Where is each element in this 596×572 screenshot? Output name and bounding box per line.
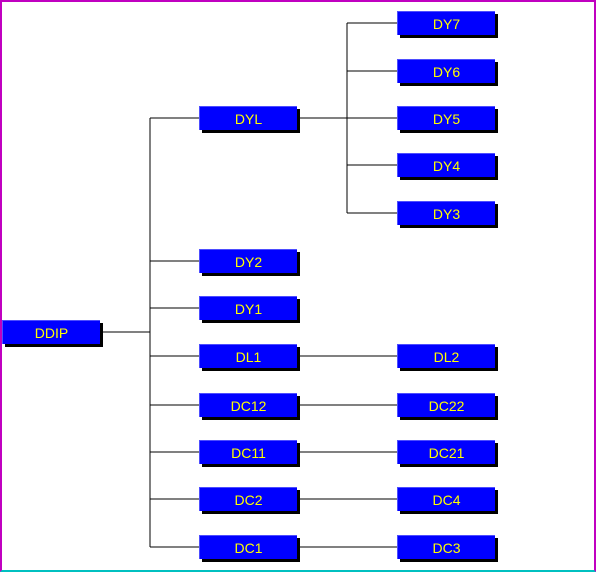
node-dc11[interactable]: DC11: [199, 440, 297, 464]
node-dy5[interactable]: DY5: [397, 106, 495, 130]
node-dl2[interactable]: DL2: [397, 344, 495, 368]
node-dc22[interactable]: DC22: [397, 393, 495, 417]
node-dc12[interactable]: DC12: [199, 393, 297, 417]
node-dc3[interactable]: DC3: [397, 535, 495, 559]
node-dy4[interactable]: DY4: [397, 153, 495, 177]
node-dy6[interactable]: DY6: [397, 59, 495, 83]
node-dy2[interactable]: DY2: [199, 249, 297, 273]
node-dl1[interactable]: DL1: [199, 344, 297, 368]
node-dc1[interactable]: DC1: [199, 535, 297, 559]
node-dy3[interactable]: DY3: [397, 201, 495, 225]
node-ddip[interactable]: DDIP: [2, 320, 100, 344]
node-dy7[interactable]: DY7: [397, 11, 495, 35]
node-dyl[interactable]: DYL: [199, 106, 297, 130]
node-dy1[interactable]: DY1: [199, 296, 297, 320]
node-dc21[interactable]: DC21: [397, 440, 495, 464]
node-dc2[interactable]: DC2: [199, 487, 297, 511]
node-dc4[interactable]: DC4: [397, 487, 495, 511]
